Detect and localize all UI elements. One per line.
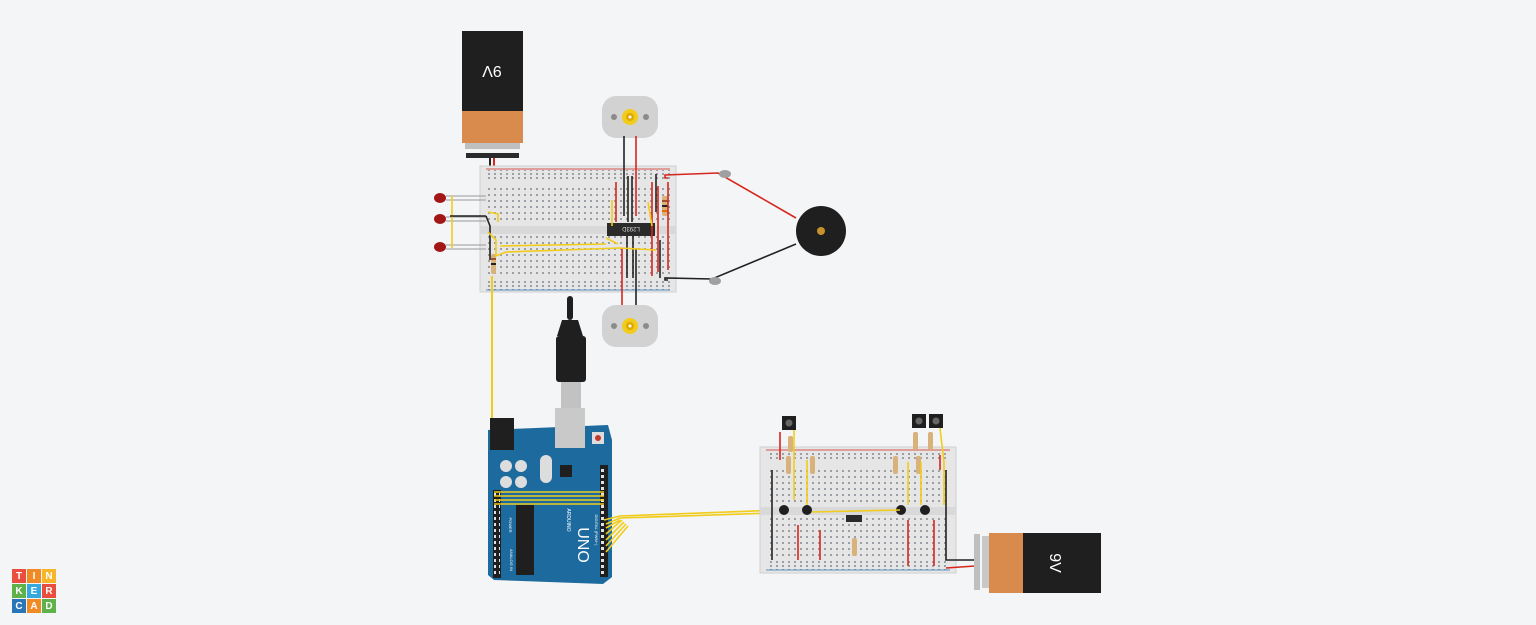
l293d-chip[interactable]: L293D <box>607 223 655 236</box>
logo-letter: N <box>42 569 56 583</box>
wire-end-bottom <box>709 277 721 285</box>
arduino-wires <box>494 491 806 553</box>
arduino-analog-label: ANALOG IN <box>509 549 514 571</box>
wire-end-top <box>719 170 731 178</box>
logo-letter: T <box>12 569 26 583</box>
motor-wires <box>615 136 637 305</box>
led-3[interactable] <box>434 242 486 252</box>
logo-letter: D <box>42 599 56 613</box>
resistors-bottom <box>786 432 933 556</box>
battery-bottom[interactable]: 9V <box>974 533 1101 593</box>
l293d-label: L293D <box>621 225 639 231</box>
led-wires <box>450 196 491 260</box>
wires-bottom-board <box>771 427 976 569</box>
dc-motor-top[interactable] <box>602 96 658 138</box>
logo-letter: K <box>12 584 26 598</box>
piezo-buzzer[interactable] <box>796 206 846 256</box>
arduino-model: UNO <box>574 527 591 563</box>
breadboard-top[interactable] <box>479 165 677 293</box>
pushbutton-2[interactable] <box>912 414 926 428</box>
pushbutton-4[interactable] <box>779 505 930 515</box>
breadboard-bottom[interactable] <box>759 446 957 574</box>
dc-motor-bottom[interactable] <box>602 305 658 347</box>
resistor-top-board <box>662 196 668 216</box>
logo-letter: I <box>27 569 41 583</box>
signal-wires-top <box>487 200 657 258</box>
usb-cable <box>556 296 586 412</box>
logo-letter: E <box>27 584 41 598</box>
pushbutton-3[interactable] <box>929 414 943 428</box>
logo-letter: A <box>27 599 41 613</box>
arduino-digital-label: DIGITAL (PWM~) <box>594 515 599 547</box>
battery-bottom-label: 9V <box>1046 553 1063 573</box>
pushbutton-1[interactable] <box>782 416 796 430</box>
led-1[interactable] <box>434 193 486 203</box>
small-chip <box>846 515 862 522</box>
arduino-brand: ARDUINO <box>565 508 571 531</box>
logo-letter: R <box>42 584 56 598</box>
resistor-led <box>491 254 496 274</box>
battery-top-label: 9V <box>482 62 502 79</box>
battery-top[interactable]: 9V <box>462 31 523 178</box>
buzzer-wires <box>651 172 797 281</box>
arduino-power-label: POWER <box>508 517 513 532</box>
logo-letter: C <box>12 599 26 613</box>
